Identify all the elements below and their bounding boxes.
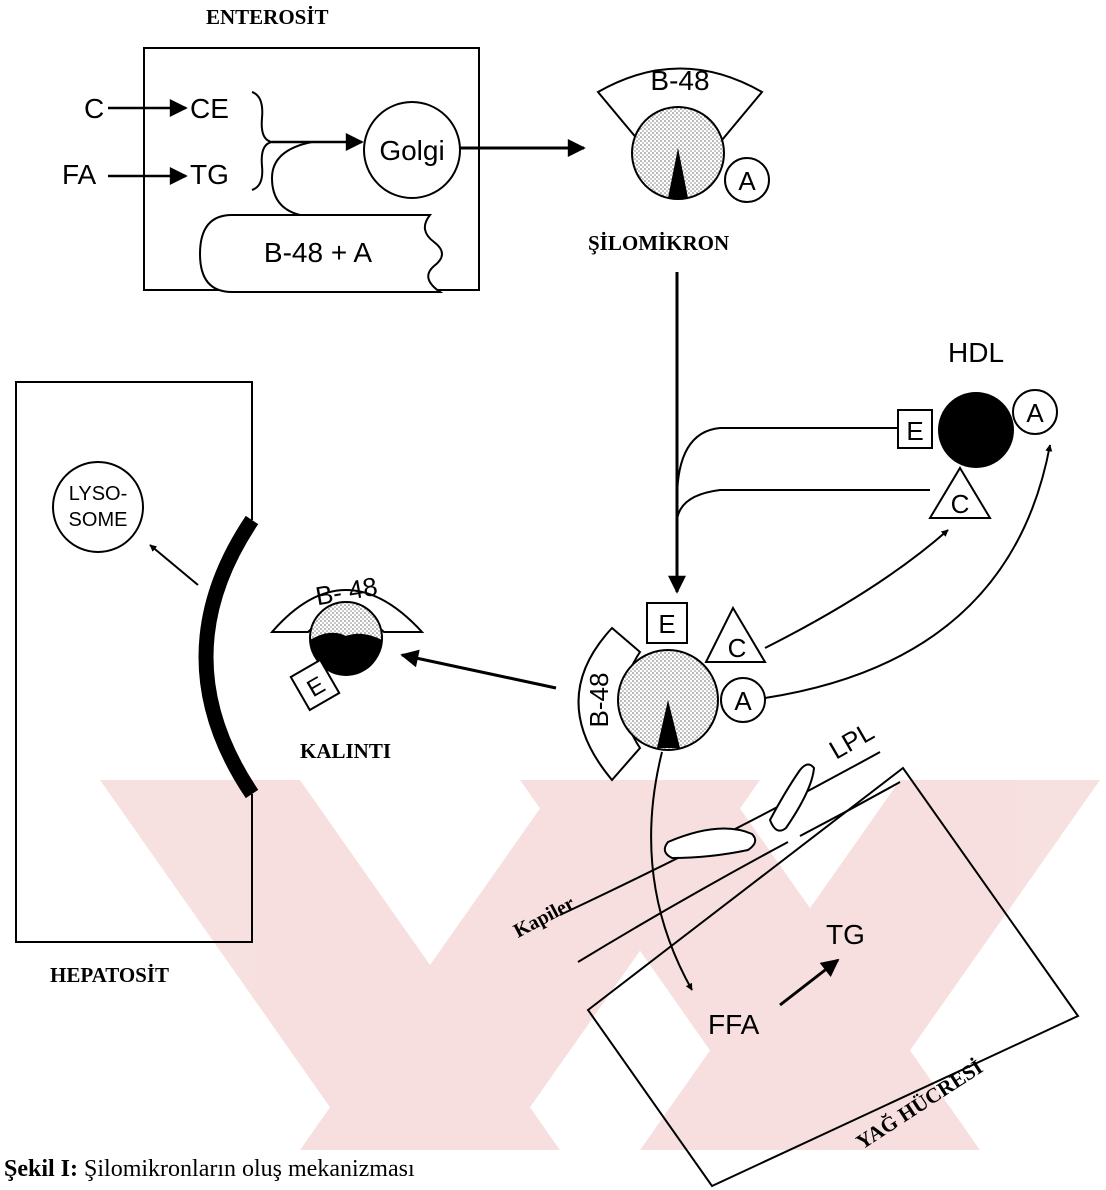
hdl-apo-a-label: A: [1026, 398, 1044, 428]
adipocyte-tg-label: TG: [826, 919, 865, 950]
lpl-enzyme-2: [770, 764, 814, 830]
hepatosit-title: HEPATOSİT: [50, 963, 169, 987]
chylomicron-apo-a-label: A: [738, 166, 756, 196]
silomikron-title: ŞİLOMİKRON: [588, 231, 729, 255]
hdl-c-transfer-line: [677, 490, 930, 520]
apo-a-to-hdl-arrow: [765, 445, 1050, 698]
hdl-apo-e-label: E: [906, 416, 923, 446]
chylomicron-to-remnant-arrow: [402, 655, 556, 688]
enterosit-title: ENTEROSİT: [206, 5, 329, 29]
mature-apo-a-label: A: [734, 686, 752, 716]
mature-apo-e-label: E: [658, 609, 675, 639]
hdl-apo-c-label: C: [951, 489, 970, 519]
er-label: B-48 + A: [264, 237, 373, 268]
mature-apo-c-label: C: [728, 633, 747, 663]
apo-c-to-hdl-arrow: [765, 530, 948, 648]
lysosome-label-line2: SOME: [69, 509, 128, 531]
tg-label: TG: [190, 159, 229, 190]
mature-b48-label: B-48: [584, 673, 614, 728]
golgi-label: Golgi: [379, 135, 444, 166]
ffa-label: FFA: [708, 1009, 760, 1040]
kalinti-title: KALINTI: [300, 739, 391, 763]
hdl-label: HDL: [948, 337, 1004, 368]
cholesterol-label: C: [84, 93, 104, 124]
er-to-golgi-line: [272, 142, 312, 215]
caption-prefix: Şekil I:: [4, 1156, 78, 1182]
lysosome-label-line1: LYSO-: [69, 483, 128, 505]
ce-label: CE: [190, 93, 229, 124]
hepatocyte-receptor: [206, 520, 252, 794]
hdl-particle: [938, 392, 1014, 468]
lysosome: [53, 462, 143, 552]
figure-caption: Şekil I: Şilomikronların oluş mekanizmas…: [4, 1156, 415, 1182]
fa-label: FA: [62, 159, 97, 190]
brace: [252, 92, 272, 190]
caption-text: Şilomikronların oluş mekanizması: [78, 1156, 415, 1182]
receptor-to-lysosome-arrow: [150, 545, 198, 585]
chylomicron-b48-label: B-48: [650, 65, 709, 96]
